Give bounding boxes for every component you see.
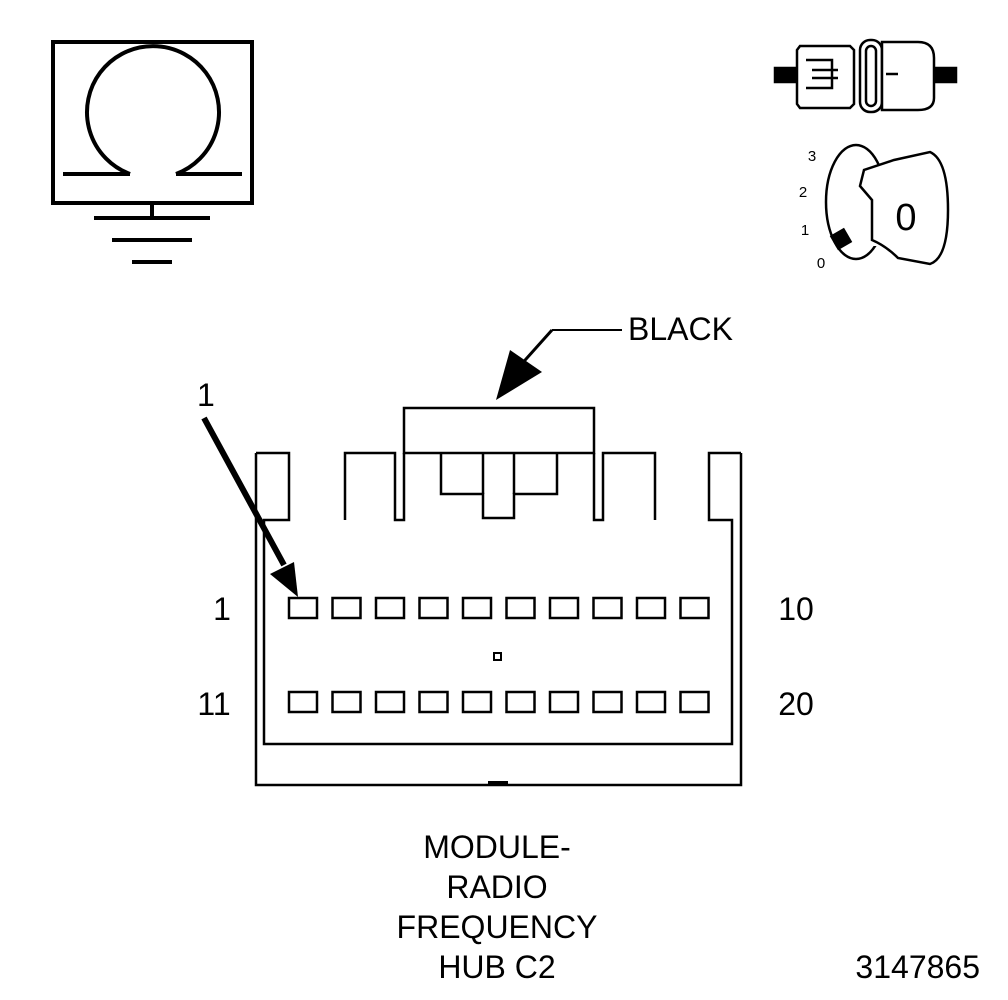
connector-body <box>254 406 743 787</box>
pin-cavity-3 <box>374 596 406 620</box>
connector-color-callout: BLACK <box>496 311 733 400</box>
ignition-key-label: 0 <box>895 197 916 239</box>
pin-cavity-11 <box>287 690 319 714</box>
pin-cavity-17 <box>548 690 580 714</box>
keying-dot <box>493 652 502 661</box>
row-label-bottom-left: 11 <box>197 686 230 722</box>
row-label-bottom-right: 20 <box>778 686 814 722</box>
pin-callout: 1 <box>197 377 298 597</box>
pin-cavity-15 <box>461 690 493 714</box>
pin-cavity-5 <box>461 596 493 620</box>
connector-color-label: BLACK <box>628 311 733 347</box>
pin-cavity-8 <box>592 596 623 620</box>
pin-row-top <box>287 596 710 620</box>
pin-cavity-7 <box>548 596 580 620</box>
ignition-position-0: 0 <box>817 255 825 272</box>
pin-row-bottom <box>287 690 710 714</box>
pin-cavity-16 <box>505 690 536 714</box>
ohmmeter-ground-icon <box>51 40 254 264</box>
title-line-1: MODULE- <box>423 829 571 865</box>
title-line-4: HUB C2 <box>438 949 555 985</box>
figure-number: 3147865 <box>855 949 980 985</box>
pin-cavity-19 <box>635 690 667 714</box>
ignition-position-1: 1 <box>801 222 809 239</box>
title-line-3: FREQUENCY <box>397 909 598 945</box>
row-label-top-right: 10 <box>778 591 814 627</box>
pin-cavity-20 <box>679 690 710 714</box>
pin-cavity-9 <box>635 596 667 620</box>
pin-cavity-1 <box>287 596 319 620</box>
pin-callout-arrowhead <box>270 562 298 597</box>
pin-cavity-18 <box>592 690 623 714</box>
ignition-position-2: 2 <box>799 184 807 201</box>
title-line-2: RADIO <box>446 869 547 905</box>
pin-cavity-13 <box>374 690 406 714</box>
ignition-key-off-icon: 0 3 2 1 0 <box>799 143 950 272</box>
connector-title: MODULE- RADIO FREQUENCY HUB C2 <box>397 829 598 985</box>
row-label-top-left: 1 <box>213 591 231 627</box>
callout-arrowhead <box>496 350 542 400</box>
disconnected-connector-icon <box>773 38 958 114</box>
pin-cavity-14 <box>418 690 449 714</box>
ignition-position-3: 3 <box>808 148 816 165</box>
pin-cavity-4 <box>418 596 449 620</box>
pin-cavity-12 <box>331 690 362 714</box>
pin-callout-label: 1 <box>197 377 215 413</box>
pin-cavity-2 <box>331 596 362 620</box>
pin-cavity-6 <box>505 596 536 620</box>
pin-cavity-10 <box>679 596 710 620</box>
